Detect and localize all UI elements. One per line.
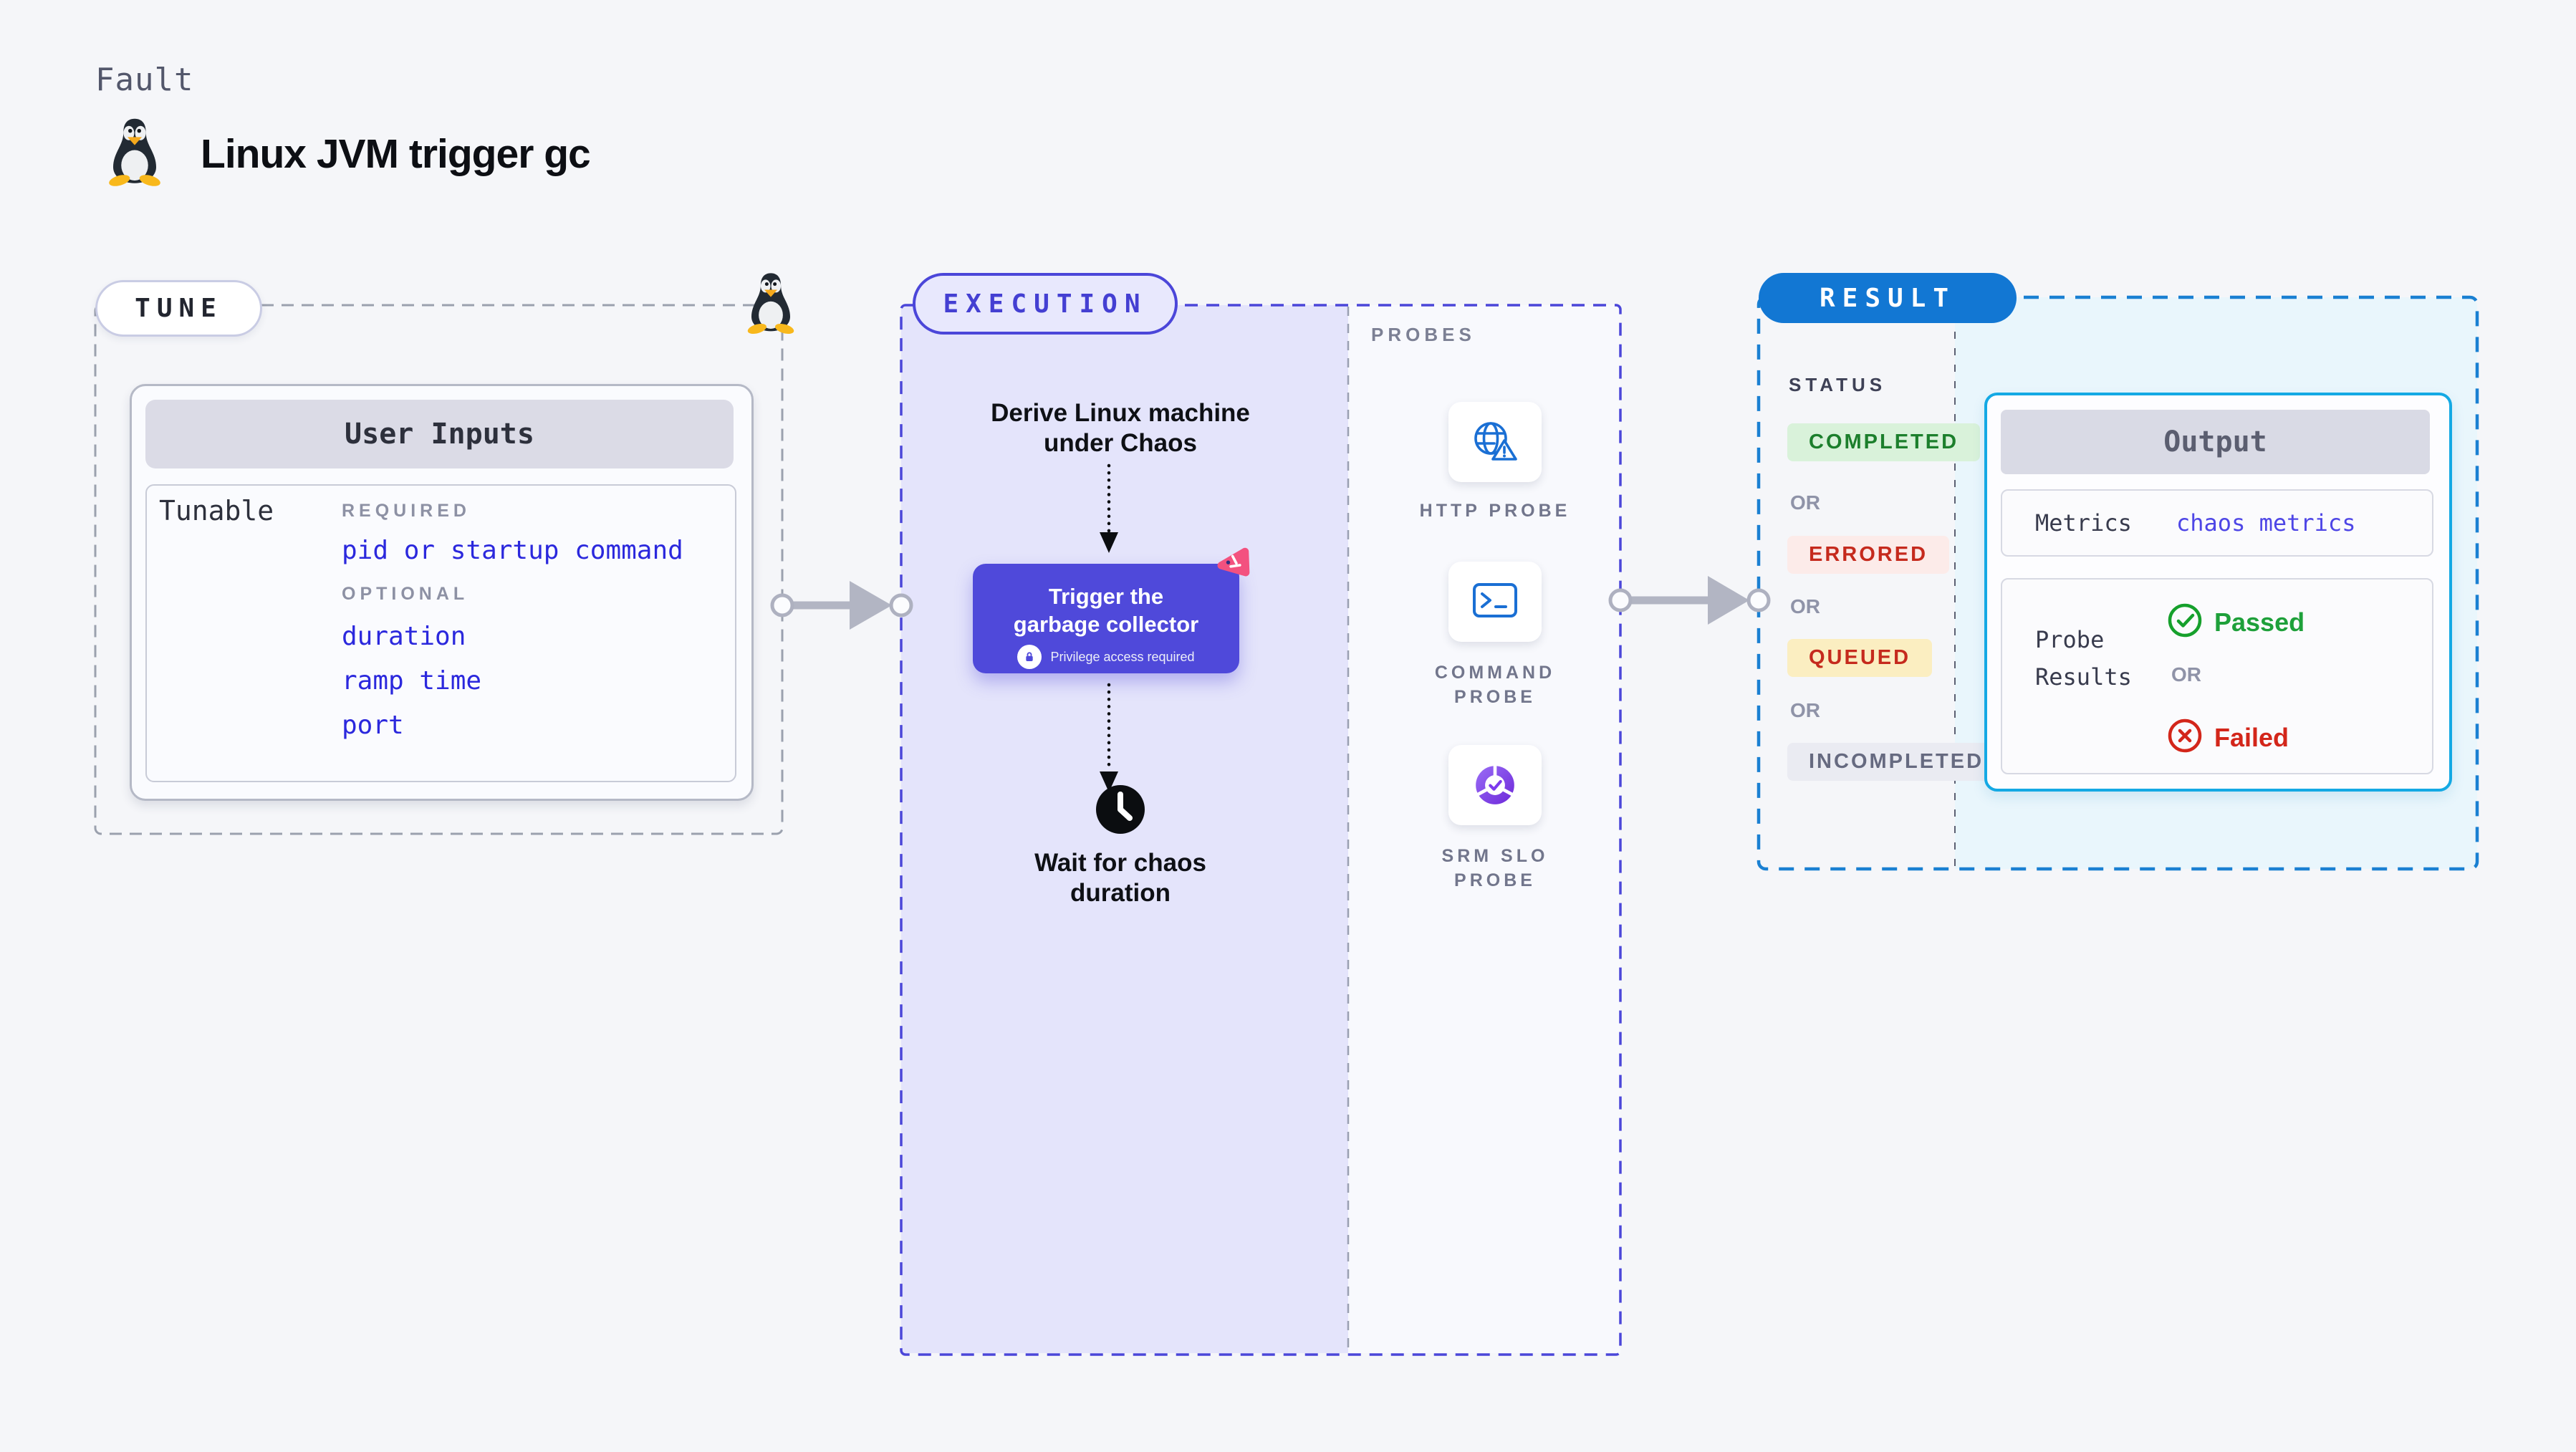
or-separator-1: OR bbox=[1790, 491, 1820, 514]
command-probe-card[interactable] bbox=[1448, 562, 1542, 642]
failed-label: Failed bbox=[2214, 722, 2289, 752]
http-probe-label: HTTP PROBE bbox=[1398, 499, 1592, 523]
status-badge-errored: ERRORED bbox=[1787, 536, 1950, 574]
connector-execution-to-result bbox=[1608, 576, 1771, 625]
execution-dashed-border bbox=[900, 304, 1622, 1356]
slo-donut-check-icon bbox=[1471, 760, 1519, 811]
command-probe-label-line1: COMMAND bbox=[1434, 663, 1556, 683]
tux-penguin-icon bbox=[745, 272, 797, 335]
tunable-link-ramp-time[interactable]: ramp time bbox=[342, 666, 482, 696]
wait-line-2: duration bbox=[1070, 879, 1171, 907]
failed-result: Failed bbox=[2167, 718, 2289, 757]
output-header: Output bbox=[2001, 410, 2430, 474]
derive-node-label: Derive Linux machine under Chaos bbox=[963, 398, 1278, 458]
tunable-link-duration[interactable]: duration bbox=[342, 622, 466, 651]
tune-section-pill: TUNE bbox=[95, 280, 262, 337]
globe-warning-icon bbox=[1470, 418, 1520, 466]
required-label: REQUIRED bbox=[342, 501, 471, 521]
trigger-garbage-collector-button[interactable]: Trigger the garbage collector Privilege … bbox=[973, 564, 1239, 673]
passed-result: Passed bbox=[2167, 602, 2305, 642]
derive-line-2: under Chaos bbox=[1044, 429, 1197, 457]
passed-label: Passed bbox=[2214, 607, 2305, 637]
probe-results-label-line1: Probe bbox=[2035, 626, 2105, 653]
clock-icon bbox=[1095, 784, 1146, 835]
lock-icon bbox=[1017, 645, 1042, 669]
or-separator-output: OR bbox=[2171, 663, 2201, 686]
tunable-link-port[interactable]: port bbox=[342, 711, 404, 740]
chaos-pink-icon bbox=[1215, 542, 1254, 581]
wait-line-1: Wait for chaos bbox=[1034, 849, 1206, 877]
probes-label: PROBES bbox=[1371, 324, 1476, 345]
command-probe-label-line2: PROBE bbox=[1454, 687, 1536, 707]
arrow-trigger-to-wait bbox=[1100, 683, 1118, 792]
probe-results-label: Probe Results bbox=[2035, 621, 2132, 696]
tunable-row-label: Tunable bbox=[159, 495, 274, 527]
trigger-button-line-1: Trigger the bbox=[1048, 584, 1164, 609]
trigger-button-line-2: garbage collector bbox=[1013, 612, 1199, 637]
terminal-icon bbox=[1472, 582, 1518, 622]
or-separator-2: OR bbox=[1790, 595, 1820, 617]
srm-probe-label-line2: PROBE bbox=[1454, 870, 1536, 890]
wait-node-label: Wait for chaos duration bbox=[999, 848, 1242, 908]
derive-line-1: Derive Linux machine bbox=[991, 399, 1250, 427]
metrics-label: Metrics bbox=[2035, 509, 2132, 537]
arrow-derive-to-trigger bbox=[1100, 463, 1118, 553]
optional-label: OPTIONAL bbox=[342, 584, 469, 604]
fault-kicker: Fault bbox=[95, 62, 194, 98]
x-circle-icon bbox=[2167, 718, 2203, 757]
probe-results-row: Probe Results Passed OR Failed bbox=[2001, 578, 2433, 774]
status-badge-queued: QUEUED bbox=[1787, 639, 1933, 677]
user-inputs-table bbox=[145, 484, 736, 782]
probe-results-label-line2: Results bbox=[2035, 663, 2132, 691]
srm-probe-label-line1: SRM SLO bbox=[1441, 846, 1549, 866]
tune-dashed-border bbox=[94, 304, 784, 835]
status-label: STATUS bbox=[1789, 374, 1887, 395]
or-separator-3: OR bbox=[1790, 699, 1820, 721]
status-badge-incompleted: INCOMPLETED bbox=[1787, 743, 2006, 781]
connector-tune-to-execution bbox=[770, 581, 913, 630]
user-inputs-header: User Inputs bbox=[145, 400, 734, 468]
check-circle-icon bbox=[2167, 602, 2203, 642]
result-section-pill: RESULT bbox=[1759, 273, 2017, 323]
tux-penguin-icon bbox=[106, 117, 163, 186]
tunable-link-pid-or-startup-command[interactable]: pid or startup command bbox=[342, 536, 683, 565]
execution-section-pill: EXECUTION bbox=[913, 273, 1178, 335]
metrics-value: chaos metrics bbox=[2176, 509, 2356, 537]
privilege-note: Privilege access required bbox=[1050, 649, 1195, 664]
http-probe-card[interactable] bbox=[1448, 402, 1542, 482]
status-badge-completed: COMPLETED bbox=[1787, 423, 1981, 461]
srm-slo-probe-label: SRM SLO PROBE bbox=[1398, 844, 1592, 893]
metrics-row: Metrics chaos metrics bbox=[2001, 489, 2433, 557]
command-probe-label: COMMAND PROBE bbox=[1398, 660, 1592, 709]
srm-slo-probe-card[interactable] bbox=[1448, 745, 1542, 825]
page-title: Linux JVM trigger gc bbox=[201, 131, 591, 177]
http-probe-label-line: HTTP PROBE bbox=[1419, 501, 1571, 521]
result-dashed-border bbox=[1756, 295, 2479, 871]
